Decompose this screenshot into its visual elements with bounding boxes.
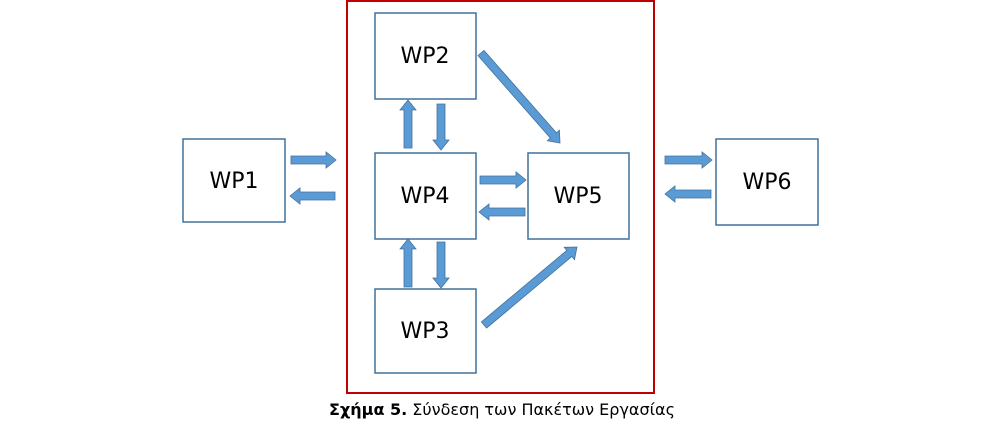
arrows [289,49,713,329]
arrow-wp4-to-wp3 [432,241,450,289]
node-wp1-label: WP1 [209,169,258,194]
arrow-wp4-group-to-wp1 [289,187,336,205]
node-wp5-label: WP5 [553,184,602,209]
node-wp6: WP6 [715,138,819,226]
node-wp2: WP2 [374,12,477,100]
arrow-wp2-to-wp5 [477,49,561,144]
node-wp5: WP5 [527,152,630,240]
arrow-wp3-to-wp4 [399,238,417,288]
arrow-wp5-group-to-wp6 [664,151,713,169]
arrow-wp1-to-wp4-group [290,151,337,169]
node-wp3: WP3 [374,288,477,374]
node-wp6-label: WP6 [742,170,791,195]
node-wp3-label: WP3 [400,319,449,344]
node-wp4: WP4 [374,152,477,240]
figure-caption: Σχήμα 5. Σύνδεση των Πακέτων Εργασίας [0,400,1004,419]
caption-label: Σχήμα 5. [329,400,408,419]
caption-text: Σύνδεση των Πακέτων Εργασίας [407,400,675,419]
arrow-wp3-to-wp5 [480,246,578,329]
node-wp1: WP1 [182,138,286,223]
node-wp2-label: WP2 [400,44,449,69]
arrow-wp4-to-wp5 [479,171,527,189]
arrow-wp5-to-wp4 [478,203,526,221]
arrow-wp2-to-wp4 [432,103,450,151]
arrow-wp6-to-wp5-group [664,185,712,203]
node-wp4-label: WP4 [400,184,449,209]
arrow-wp4-to-wp2 [399,99,417,149]
core-group-frame [346,0,655,394]
